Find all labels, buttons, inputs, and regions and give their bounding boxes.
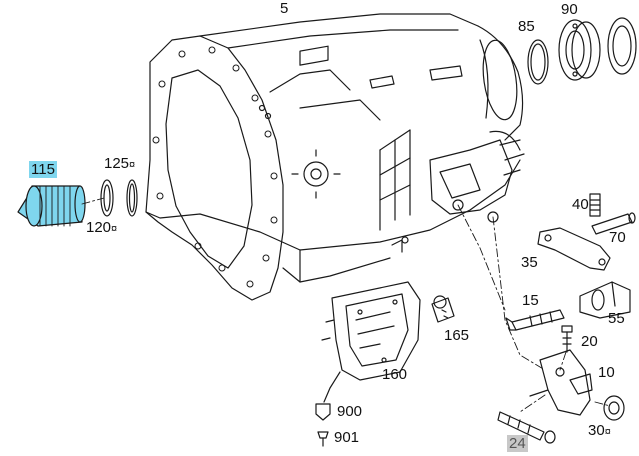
part-10-bracket[interactable] xyxy=(529,349,593,416)
label-40[interactable]: 40 xyxy=(572,196,589,213)
part-20-bolt[interactable] xyxy=(561,325,573,353)
part-seal-ring[interactable] xyxy=(607,17,637,75)
label-900[interactable]: 900 xyxy=(337,403,363,420)
label-85[interactable]: 85 xyxy=(518,18,535,35)
label-160[interactable]: 160 xyxy=(382,366,408,383)
leader-lines xyxy=(81,197,611,413)
part-160-valve-body[interactable] xyxy=(321,281,421,403)
part-901-connector[interactable] xyxy=(317,431,329,447)
label-165[interactable]: 165 xyxy=(444,327,470,344)
label-125[interactable]: 125¤ xyxy=(104,155,135,174)
part-24-shaft[interactable] xyxy=(497,411,556,444)
part-55-segment[interactable] xyxy=(579,281,631,319)
label-35[interactable]: 35 xyxy=(521,254,538,271)
flange-bolts xyxy=(152,46,278,288)
label-15[interactable]: 15 xyxy=(522,292,539,309)
label-10[interactable]: 10 xyxy=(598,364,615,381)
part-30-nut[interactable] xyxy=(603,395,625,421)
label-901[interactable]: 901 xyxy=(334,429,360,446)
label-120[interactable]: 120¤ xyxy=(86,219,117,238)
label-125-number: 125 xyxy=(104,155,130,172)
part-70-pin[interactable] xyxy=(591,212,636,235)
label-30-number: 30 xyxy=(588,422,605,439)
label-70[interactable]: 70 xyxy=(609,229,626,246)
symbol-icon: ¤ xyxy=(604,426,611,438)
label-30[interactable]: 30¤ xyxy=(588,422,611,441)
part-40-screw[interactable] xyxy=(589,193,601,217)
label-24[interactable]: 24 xyxy=(507,435,528,452)
part-165-plug[interactable] xyxy=(431,295,455,323)
transmission-housing[interactable] xyxy=(145,13,525,301)
part-90-bearing[interactable] xyxy=(558,19,601,81)
symbol-icon: ¤ xyxy=(111,223,118,235)
part-900-connector[interactable] xyxy=(315,403,331,421)
label-5[interactable]: 5 xyxy=(280,0,289,17)
part-85-ring[interactable] xyxy=(527,39,549,85)
label-20[interactable]: 20 xyxy=(581,333,598,350)
part-115-gear-assembly[interactable] xyxy=(17,185,86,227)
part-35-lever[interactable] xyxy=(537,227,611,271)
label-90[interactable]: 90 xyxy=(561,1,578,18)
symbol-icon: ¤ xyxy=(129,159,136,171)
part-15-rod[interactable] xyxy=(505,309,565,331)
part-125-ring[interactable] xyxy=(126,179,138,217)
label-120-number: 120 xyxy=(86,219,112,236)
label-55[interactable]: 55 xyxy=(608,310,625,327)
label-115[interactable]: 115 xyxy=(29,161,57,178)
